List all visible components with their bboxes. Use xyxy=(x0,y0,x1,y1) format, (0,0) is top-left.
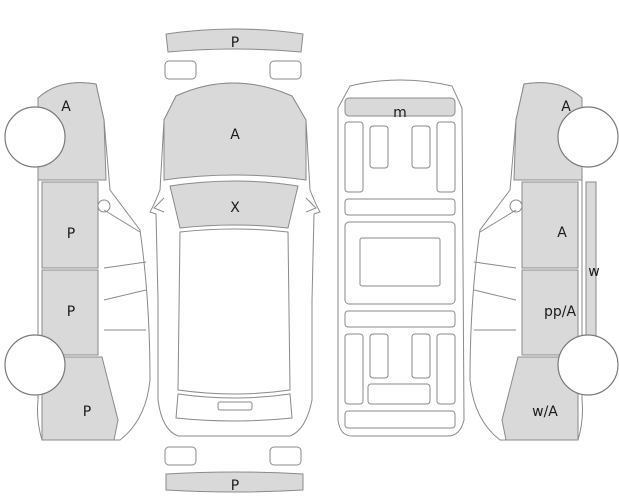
taillight-left xyxy=(164,446,197,466)
right-rear-door-panel[interactable] xyxy=(521,269,579,356)
console-bar-2 xyxy=(344,310,456,328)
left-front-door-label: P xyxy=(67,226,75,242)
console-bar-1 xyxy=(344,198,456,216)
right-front-wheel xyxy=(557,106,619,168)
rear-seat-right-back xyxy=(411,333,431,379)
right-rear-quarter-panel[interactable] xyxy=(501,356,579,441)
front-bumper[interactable] xyxy=(165,28,304,53)
right-mirror-icon xyxy=(509,199,523,213)
front-bumper-label: P xyxy=(231,35,239,51)
front-bumper-group xyxy=(164,28,304,80)
headlight-left xyxy=(164,60,197,80)
left-rear-quarter-label: P xyxy=(83,404,91,420)
rear-plate-outline xyxy=(217,401,253,411)
hood-label: A xyxy=(230,127,240,143)
hood-panel[interactable] xyxy=(163,82,307,181)
left-rear-wheel xyxy=(4,334,66,396)
right-front-door-panel[interactable] xyxy=(521,181,579,269)
front-seat-right xyxy=(436,121,456,193)
trunk-bar xyxy=(344,410,456,429)
right-rear-door-label: pp/A xyxy=(544,304,576,320)
rear-bumper-group xyxy=(164,446,304,493)
taillight-right xyxy=(269,446,302,466)
right-rear-quarter-label: w/A xyxy=(532,404,558,420)
cabin-outline xyxy=(177,228,291,395)
right-front-fender-label: A xyxy=(561,99,571,115)
front-seat-right-back xyxy=(411,125,431,169)
front-seat-left xyxy=(344,121,364,193)
car-right-side-view xyxy=(469,82,619,441)
rear-seat-right xyxy=(436,333,456,405)
mirror-left xyxy=(153,197,165,213)
roof-panel[interactable] xyxy=(344,97,456,117)
left-front-wheel xyxy=(4,106,66,168)
rear-bumper[interactable] xyxy=(165,471,304,493)
rear-window-outline xyxy=(175,393,293,422)
right-rear-wheel xyxy=(557,334,619,396)
left-window-lines xyxy=(103,209,147,331)
headlight-right xyxy=(269,60,302,80)
rear-bench xyxy=(367,383,431,405)
rear-seat-left xyxy=(344,333,364,405)
car-left-side-view xyxy=(4,82,151,441)
left-front-fender-label: A xyxy=(61,99,71,115)
right-front-door-label: A xyxy=(557,225,567,241)
center-panel-inner xyxy=(359,237,441,287)
car-interior-view xyxy=(337,79,465,437)
left-front-door-panel[interactable] xyxy=(41,181,99,269)
rear-seat-left-back xyxy=(369,333,389,379)
roof-label: m xyxy=(393,105,407,121)
mirror-right xyxy=(305,197,317,213)
right-window-lines xyxy=(473,209,517,331)
windshield-panel[interactable] xyxy=(169,180,299,229)
rear-bumper-label: P xyxy=(231,478,239,494)
left-rear-door-label: P xyxy=(67,304,75,320)
right-sill-label: w xyxy=(588,264,599,280)
left-mirror-icon xyxy=(97,199,111,213)
damage-labels: P P A X m A P P P A A w pp/A w/A xyxy=(61,35,600,494)
left-rear-door-panel[interactable] xyxy=(41,269,99,356)
front-seat-left-back xyxy=(369,125,389,169)
center-panel xyxy=(344,221,456,305)
windshield-label: X xyxy=(230,200,240,216)
car-top-view xyxy=(149,82,321,437)
